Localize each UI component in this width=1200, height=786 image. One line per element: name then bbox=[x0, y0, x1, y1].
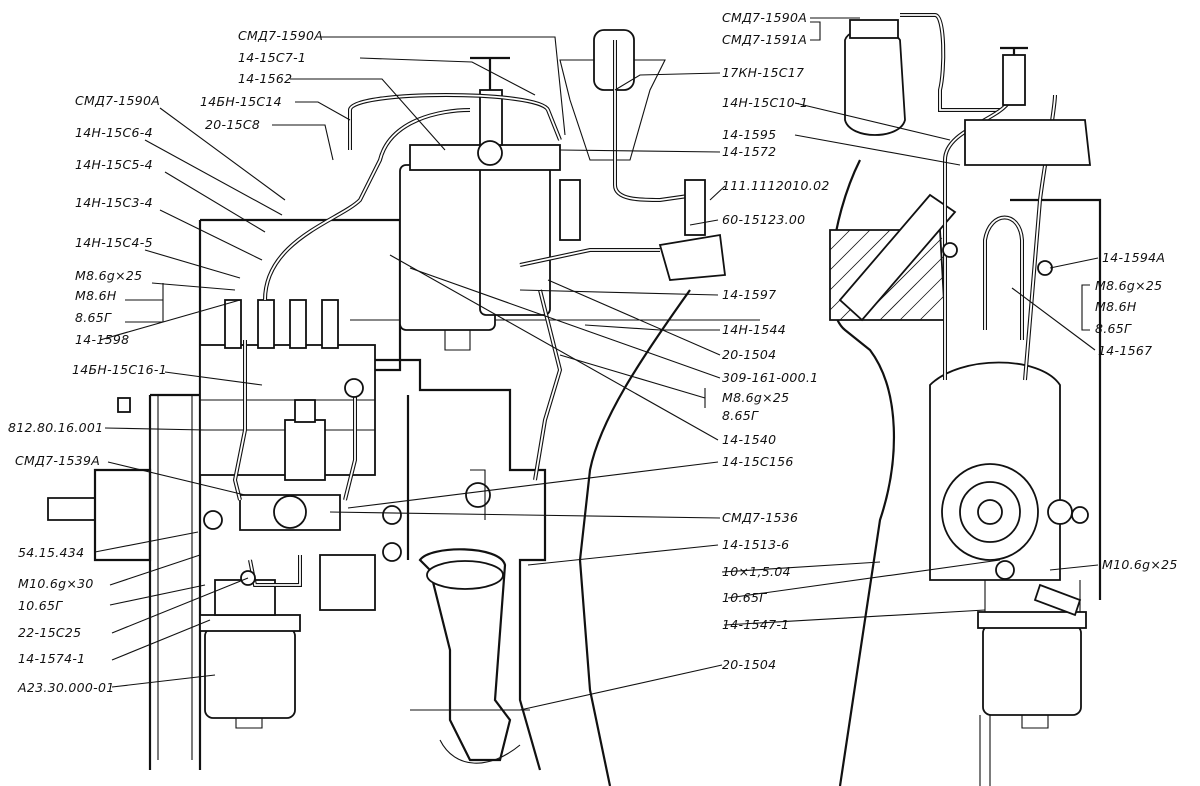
callout-label: 14-1513-6 bbox=[722, 537, 789, 552]
callout-label: 14-1572 bbox=[722, 144, 776, 159]
callout-label: 14-1574-1 bbox=[18, 651, 85, 666]
callout-label: 20-15С8 bbox=[205, 117, 260, 132]
callout-label: СМД7-1591А bbox=[722, 32, 807, 47]
callout-label: М8.6g×25 bbox=[1095, 278, 1162, 293]
main-view bbox=[47, 29, 760, 786]
callout-label: 14Н-15С10-1 bbox=[722, 95, 808, 110]
callout-label: СМД7-1539А bbox=[15, 453, 100, 468]
callout-label: 14Н-1544 bbox=[722, 322, 786, 337]
callout-label: 14Н-15С3-4 bbox=[75, 195, 153, 210]
callout-label: 14БН-15С14 bbox=[200, 94, 282, 109]
callout-label: 111.1112010.02 bbox=[722, 178, 830, 193]
callout-label: 14-1540 bbox=[722, 432, 776, 447]
labels-top: СМД7-1590А 14-15С7-1 14-1562 14БН-15С14 … bbox=[200, 28, 323, 132]
labels-left: СМД7-1590А 14Н-15С6-4 14Н-15С5-4 14Н-15С… bbox=[8, 93, 167, 695]
callout-label: 14-1567 bbox=[1098, 343, 1152, 358]
callout-label: СМД7-1590А bbox=[238, 28, 323, 43]
callout-label: 14-15С156 bbox=[722, 454, 794, 469]
callout-label: А23.30.000-01 bbox=[17, 680, 114, 695]
callout-label: 812.80.16.001 bbox=[8, 420, 103, 435]
callout-label: СМД7-1590А bbox=[75, 93, 160, 108]
callout-label: 8.65Г bbox=[1095, 321, 1132, 336]
callout-label: 14БН-15С16-1 bbox=[72, 362, 167, 377]
callout-label: 14-1594А bbox=[1102, 250, 1165, 265]
callout-label: 14-1547-1 bbox=[722, 617, 789, 632]
callout-label: 60-15123.00 bbox=[722, 212, 805, 227]
callout-label: 8.65Г bbox=[722, 408, 759, 423]
callout-label: СМД7-1590А bbox=[722, 10, 807, 25]
callout-label: 14Н-15С6-4 bbox=[75, 125, 153, 140]
callout-label: 8.65Г bbox=[75, 310, 112, 325]
callout-label: 14-1598 bbox=[75, 332, 129, 347]
callout-label: М8.6g×25 bbox=[75, 268, 142, 283]
callout-label: 14-15С7-1 bbox=[238, 50, 306, 65]
callout-label: 10.65Г bbox=[722, 590, 767, 605]
callout-label: 14Н-15С5-4 bbox=[75, 157, 153, 172]
callout-label: 14Н-15С4-5 bbox=[75, 235, 153, 250]
callout-label: 10.65Г bbox=[18, 598, 63, 613]
callout-label: 54.15.434 bbox=[18, 545, 84, 560]
callout-label: 17КН-15С17 bbox=[722, 65, 804, 80]
leader-lines bbox=[94, 17, 1099, 711]
callout-label: 14-1597 bbox=[722, 287, 776, 302]
callout-label: 14-1595 bbox=[722, 127, 776, 142]
callout-label: 14-1562 bbox=[238, 71, 292, 86]
callout-label: М8.6Н bbox=[75, 288, 117, 303]
callout-label: 10×1,5.04 bbox=[722, 564, 791, 579]
callout-label: М10.6g×30 bbox=[18, 576, 94, 591]
callout-label: 20-1504 bbox=[722, 347, 776, 362]
callout-label: СМД7-1536 bbox=[722, 510, 798, 525]
callout-label: М8.6g×25 bbox=[722, 390, 789, 405]
callout-label: 22-15С25 bbox=[18, 625, 81, 640]
labels-right: СМД7-1590А СМД7-1591А 14Н-15С10-1 14-159… bbox=[722, 10, 1178, 572]
labels-center: 14-1572 17КН-15С17 111.1112010.02 60-151… bbox=[722, 65, 830, 672]
side-view bbox=[829, 13, 1102, 786]
callout-label: М10.6g×25 bbox=[1102, 557, 1178, 572]
callout-label: М8.6Н bbox=[1095, 299, 1137, 314]
callout-label: 309-161-000.1 bbox=[722, 370, 818, 385]
callout-label: 20-1504 bbox=[722, 657, 776, 672]
